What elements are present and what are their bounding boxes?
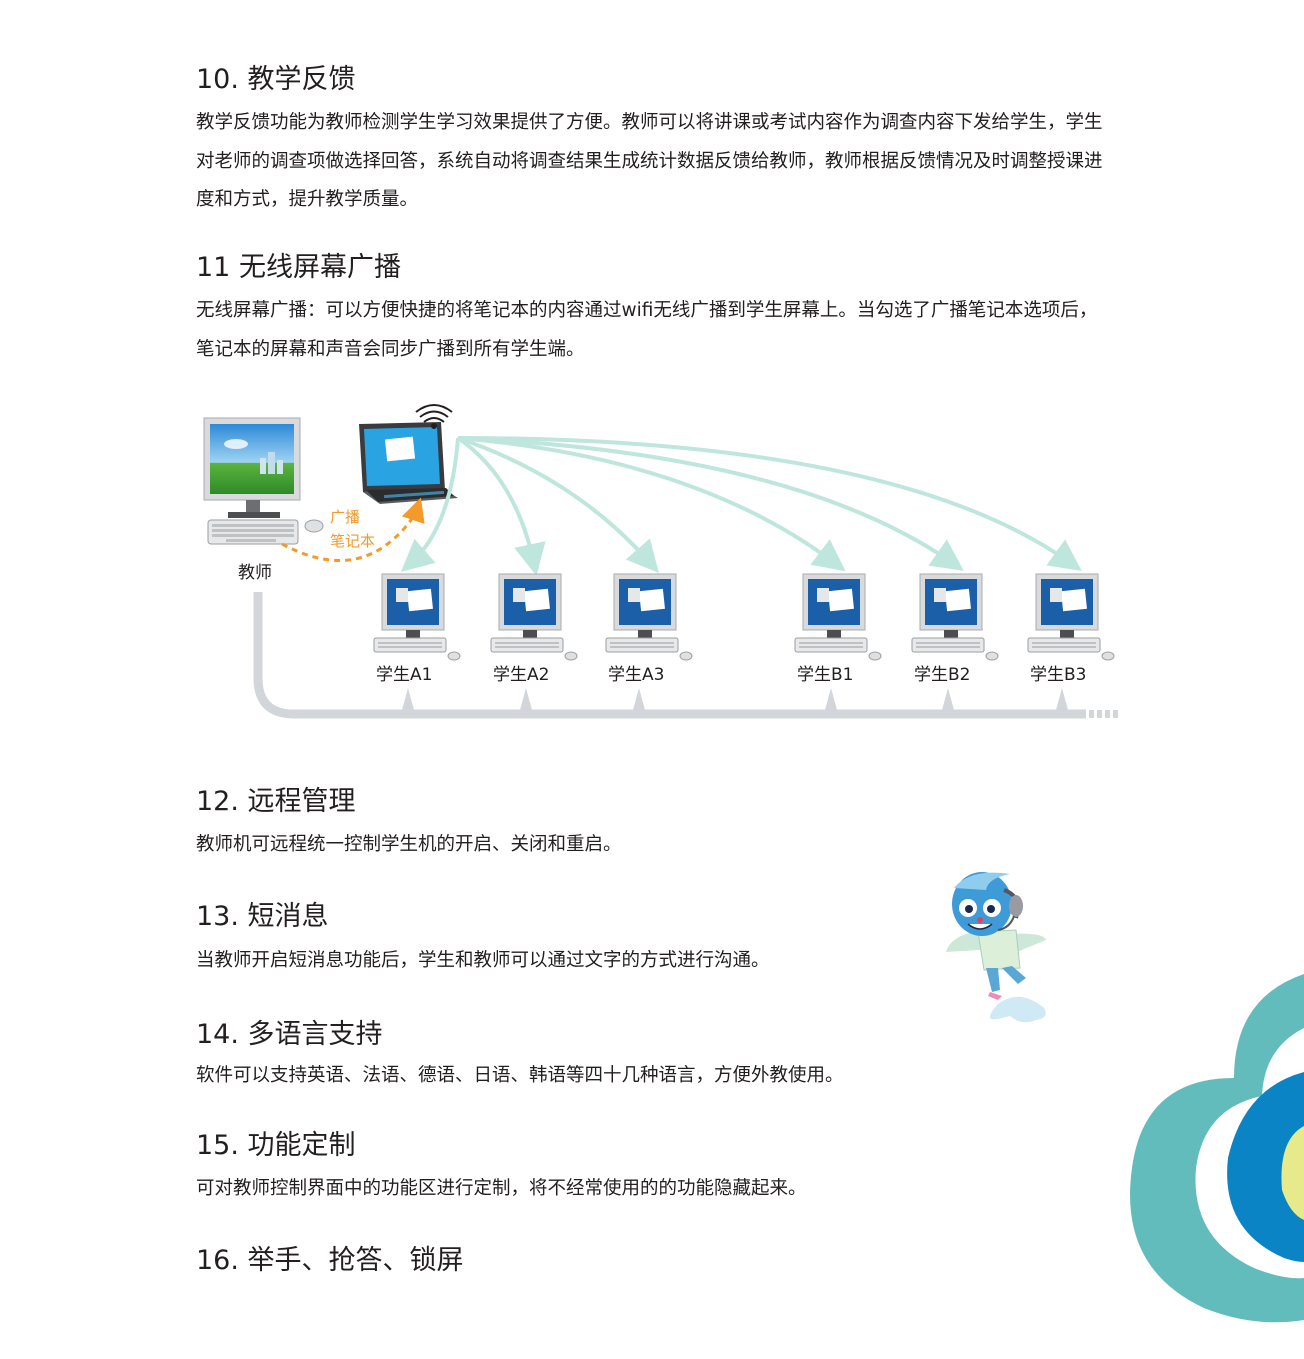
student-computer: [605, 573, 693, 661]
wifi-icon: [415, 404, 453, 429]
cloud-icon: [1130, 974, 1304, 1323]
broadcast-label-line1: 广播: [330, 508, 360, 526]
broadcast-label-line2: 笔记本: [330, 532, 375, 550]
section-body-15: 可对教师控制界面中的功能区进行定制，将不经常使用的的功能隐藏起来。: [196, 1178, 807, 1199]
student-label: 学生B3: [1030, 665, 1086, 685]
student-label: 学生B2: [914, 665, 970, 685]
desktop-computer-icon: [203, 417, 324, 545]
teacher-label: 教师: [238, 563, 272, 583]
student-label: 学生A3: [608, 665, 664, 685]
student-computer: [373, 573, 461, 661]
section-body-14: 软件可以支持英语、法语、德语、日语、韩语等四十几种语言，方便外教使用。: [196, 1065, 844, 1086]
student-computer: [1027, 573, 1115, 661]
student-computer: [911, 573, 999, 661]
section-body-11: 无线屏幕广播：可以方便快捷的将笔记本的内容通过wifi无线广播到学生屏幕上。当勾…: [196, 300, 1098, 360]
section-title-10: 10. 教学反馈: [196, 64, 356, 95]
section-title-14: 14. 多语言支持: [196, 1019, 383, 1050]
section-title-16: 16. 举手、抢答、锁屏: [196, 1245, 464, 1276]
bus-connectors: [402, 688, 1068, 710]
student-label: 学生A2: [493, 665, 549, 685]
student-computers: 学生A1 学生A2 学生A3 学生B1 学生B2 学生B3: [373, 573, 1115, 685]
section-title-15: 15. 功能定制: [196, 1130, 356, 1161]
broadcast-notebook-arrow: [281, 497, 425, 562]
section-title-11: 11 无线屏幕广播: [196, 252, 401, 283]
section-body-13: 当教师开启短消息功能后，学生和教师可以通过文字的方式进行沟通。: [196, 950, 770, 971]
mascot-icon: [946, 872, 1046, 1023]
broadcast-arrows: [400, 436, 1082, 576]
section-title-12: 12. 远程管理: [196, 786, 356, 817]
student-computer: [490, 573, 578, 661]
student-label: 学生B1: [797, 665, 853, 685]
student-computer: [794, 573, 882, 661]
section-body-10: 教学反馈功能为教师检测学生学习效果提供了方便。教师可以将讲课或考试内容作为调查内…: [196, 112, 1103, 210]
laptop-icon: [359, 422, 458, 504]
section-body-12: 教师机可远程统一控制学生机的开启、关闭和重启。: [196, 834, 622, 855]
network-bus-end-dashes: [1089, 710, 1118, 718]
section-title-13: 13. 短消息: [196, 901, 329, 932]
network-bus-line: [253, 592, 1086, 719]
student-label: 学生A1: [376, 665, 432, 685]
